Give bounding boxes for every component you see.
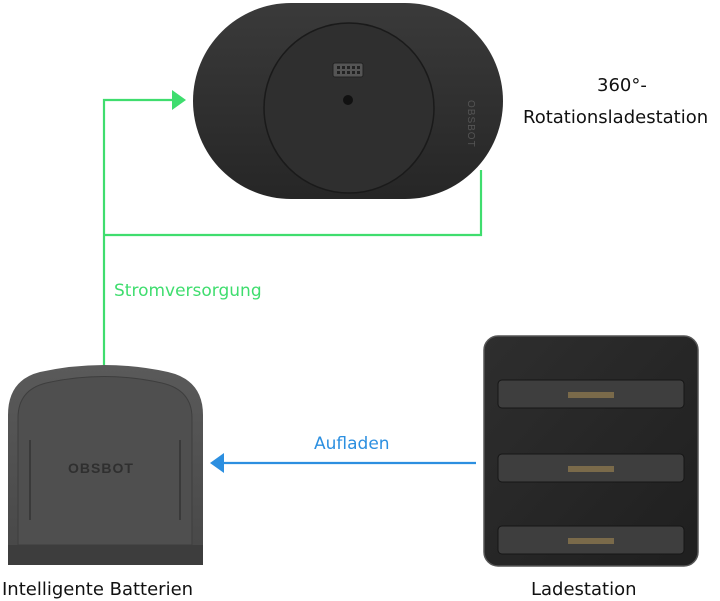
power-arrowhead bbox=[172, 90, 186, 110]
power-connection bbox=[102, 90, 483, 365]
charge-edge-label: Aufladen bbox=[314, 434, 390, 454]
charge-arrowhead bbox=[210, 453, 224, 473]
rotation-station-image bbox=[193, 3, 503, 199]
charge-connection bbox=[210, 453, 476, 473]
charging-station-image bbox=[483, 335, 699, 567]
batteries-label: Intelligente Batterien bbox=[2, 579, 194, 600]
battery-image bbox=[8, 365, 203, 565]
battery-engraving: OBSBOT bbox=[68, 460, 134, 476]
rotation-station-engraving: OBSBOT bbox=[465, 100, 476, 148]
power-edge-label: Stromversorgung bbox=[114, 281, 262, 301]
rotation-station-label-line2: Rotationsladestation bbox=[523, 107, 709, 128]
rotation-station-label-line1: 360°- bbox=[597, 75, 647, 96]
charging-station-label: Ladestation bbox=[531, 579, 637, 600]
